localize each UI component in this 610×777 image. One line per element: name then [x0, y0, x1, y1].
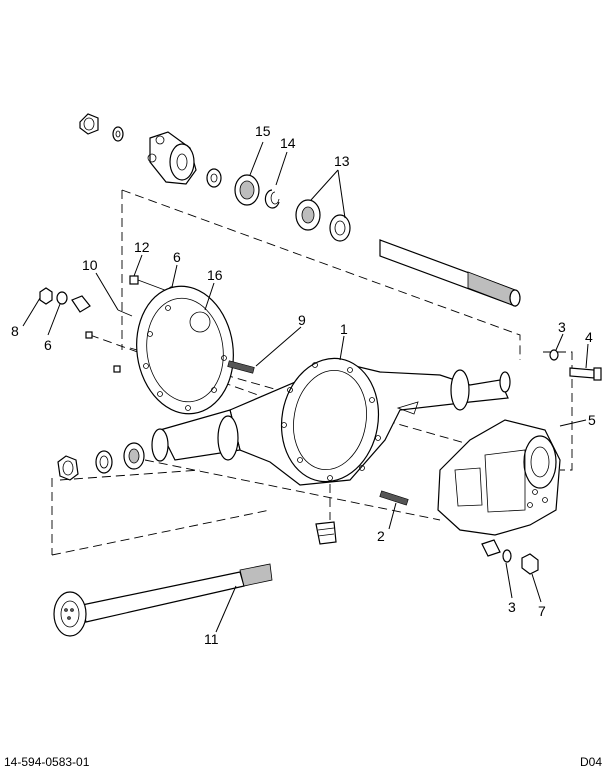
callout-8: 8	[11, 323, 19, 339]
washer-3-lower	[502, 549, 512, 563]
yoke-washer	[112, 126, 124, 142]
deflector	[206, 168, 222, 188]
callout-3-lower: 3	[508, 599, 516, 615]
yoke-nut	[79, 113, 99, 135]
nut-7	[521, 553, 539, 575]
breather-plug	[315, 521, 337, 545]
callout-2: 2	[377, 528, 385, 544]
sheet-code: D04	[579, 755, 602, 769]
callout-9: 9	[298, 312, 306, 328]
callout-6-upper: 6	[173, 249, 181, 265]
callout-4: 4	[585, 329, 593, 345]
pinion-shaft	[379, 239, 521, 307]
pinion-bearing-front	[295, 199, 321, 231]
stud-2	[379, 490, 409, 506]
leader-lines	[22, 141, 589, 633]
callout-10: 10	[82, 257, 98, 273]
callout-15: 15	[255, 123, 271, 139]
sleeve-lower	[481, 539, 501, 557]
snap-ring	[264, 189, 280, 209]
adjusting-nut	[123, 442, 145, 470]
pinion-seal	[234, 174, 260, 206]
callout-16: 16	[207, 267, 223, 283]
small-bolts	[85, 331, 121, 373]
callout-14: 14	[280, 135, 296, 151]
callout-11: 11	[204, 631, 219, 647]
carrier-gasket	[136, 285, 234, 415]
stud-9	[227, 360, 255, 374]
illustration-part-number: 14-594-0583-01	[4, 755, 90, 769]
nut-8	[39, 287, 53, 305]
sleeve	[71, 295, 91, 313]
axle-nut	[57, 455, 79, 481]
axle-housing	[151, 357, 511, 486]
pinion-yoke	[147, 131, 197, 185]
lock-washer	[95, 450, 113, 474]
callout-12: 12	[134, 239, 150, 255]
pinion-bearing-rear	[329, 214, 351, 242]
differential-carrier	[437, 419, 561, 536]
callout-13: 13	[334, 153, 350, 169]
callout-5: 5	[588, 412, 596, 428]
callout-3-upper: 3	[558, 319, 566, 335]
callout-6-lower: 6	[44, 337, 52, 353]
callout-7: 7	[538, 603, 546, 619]
callout-1: 1	[340, 321, 348, 337]
washer-6-lower	[56, 291, 68, 305]
washer-3-upper	[549, 349, 559, 361]
callout-labels: 15 14 13 12 6 10 16 8 6 9 1 3 4 5 2 3 7 …	[11, 123, 596, 647]
bolt-12	[129, 275, 171, 293]
axle-shaft	[53, 563, 273, 637]
bolt-4	[569, 367, 602, 381]
stud-10	[117, 309, 133, 317]
